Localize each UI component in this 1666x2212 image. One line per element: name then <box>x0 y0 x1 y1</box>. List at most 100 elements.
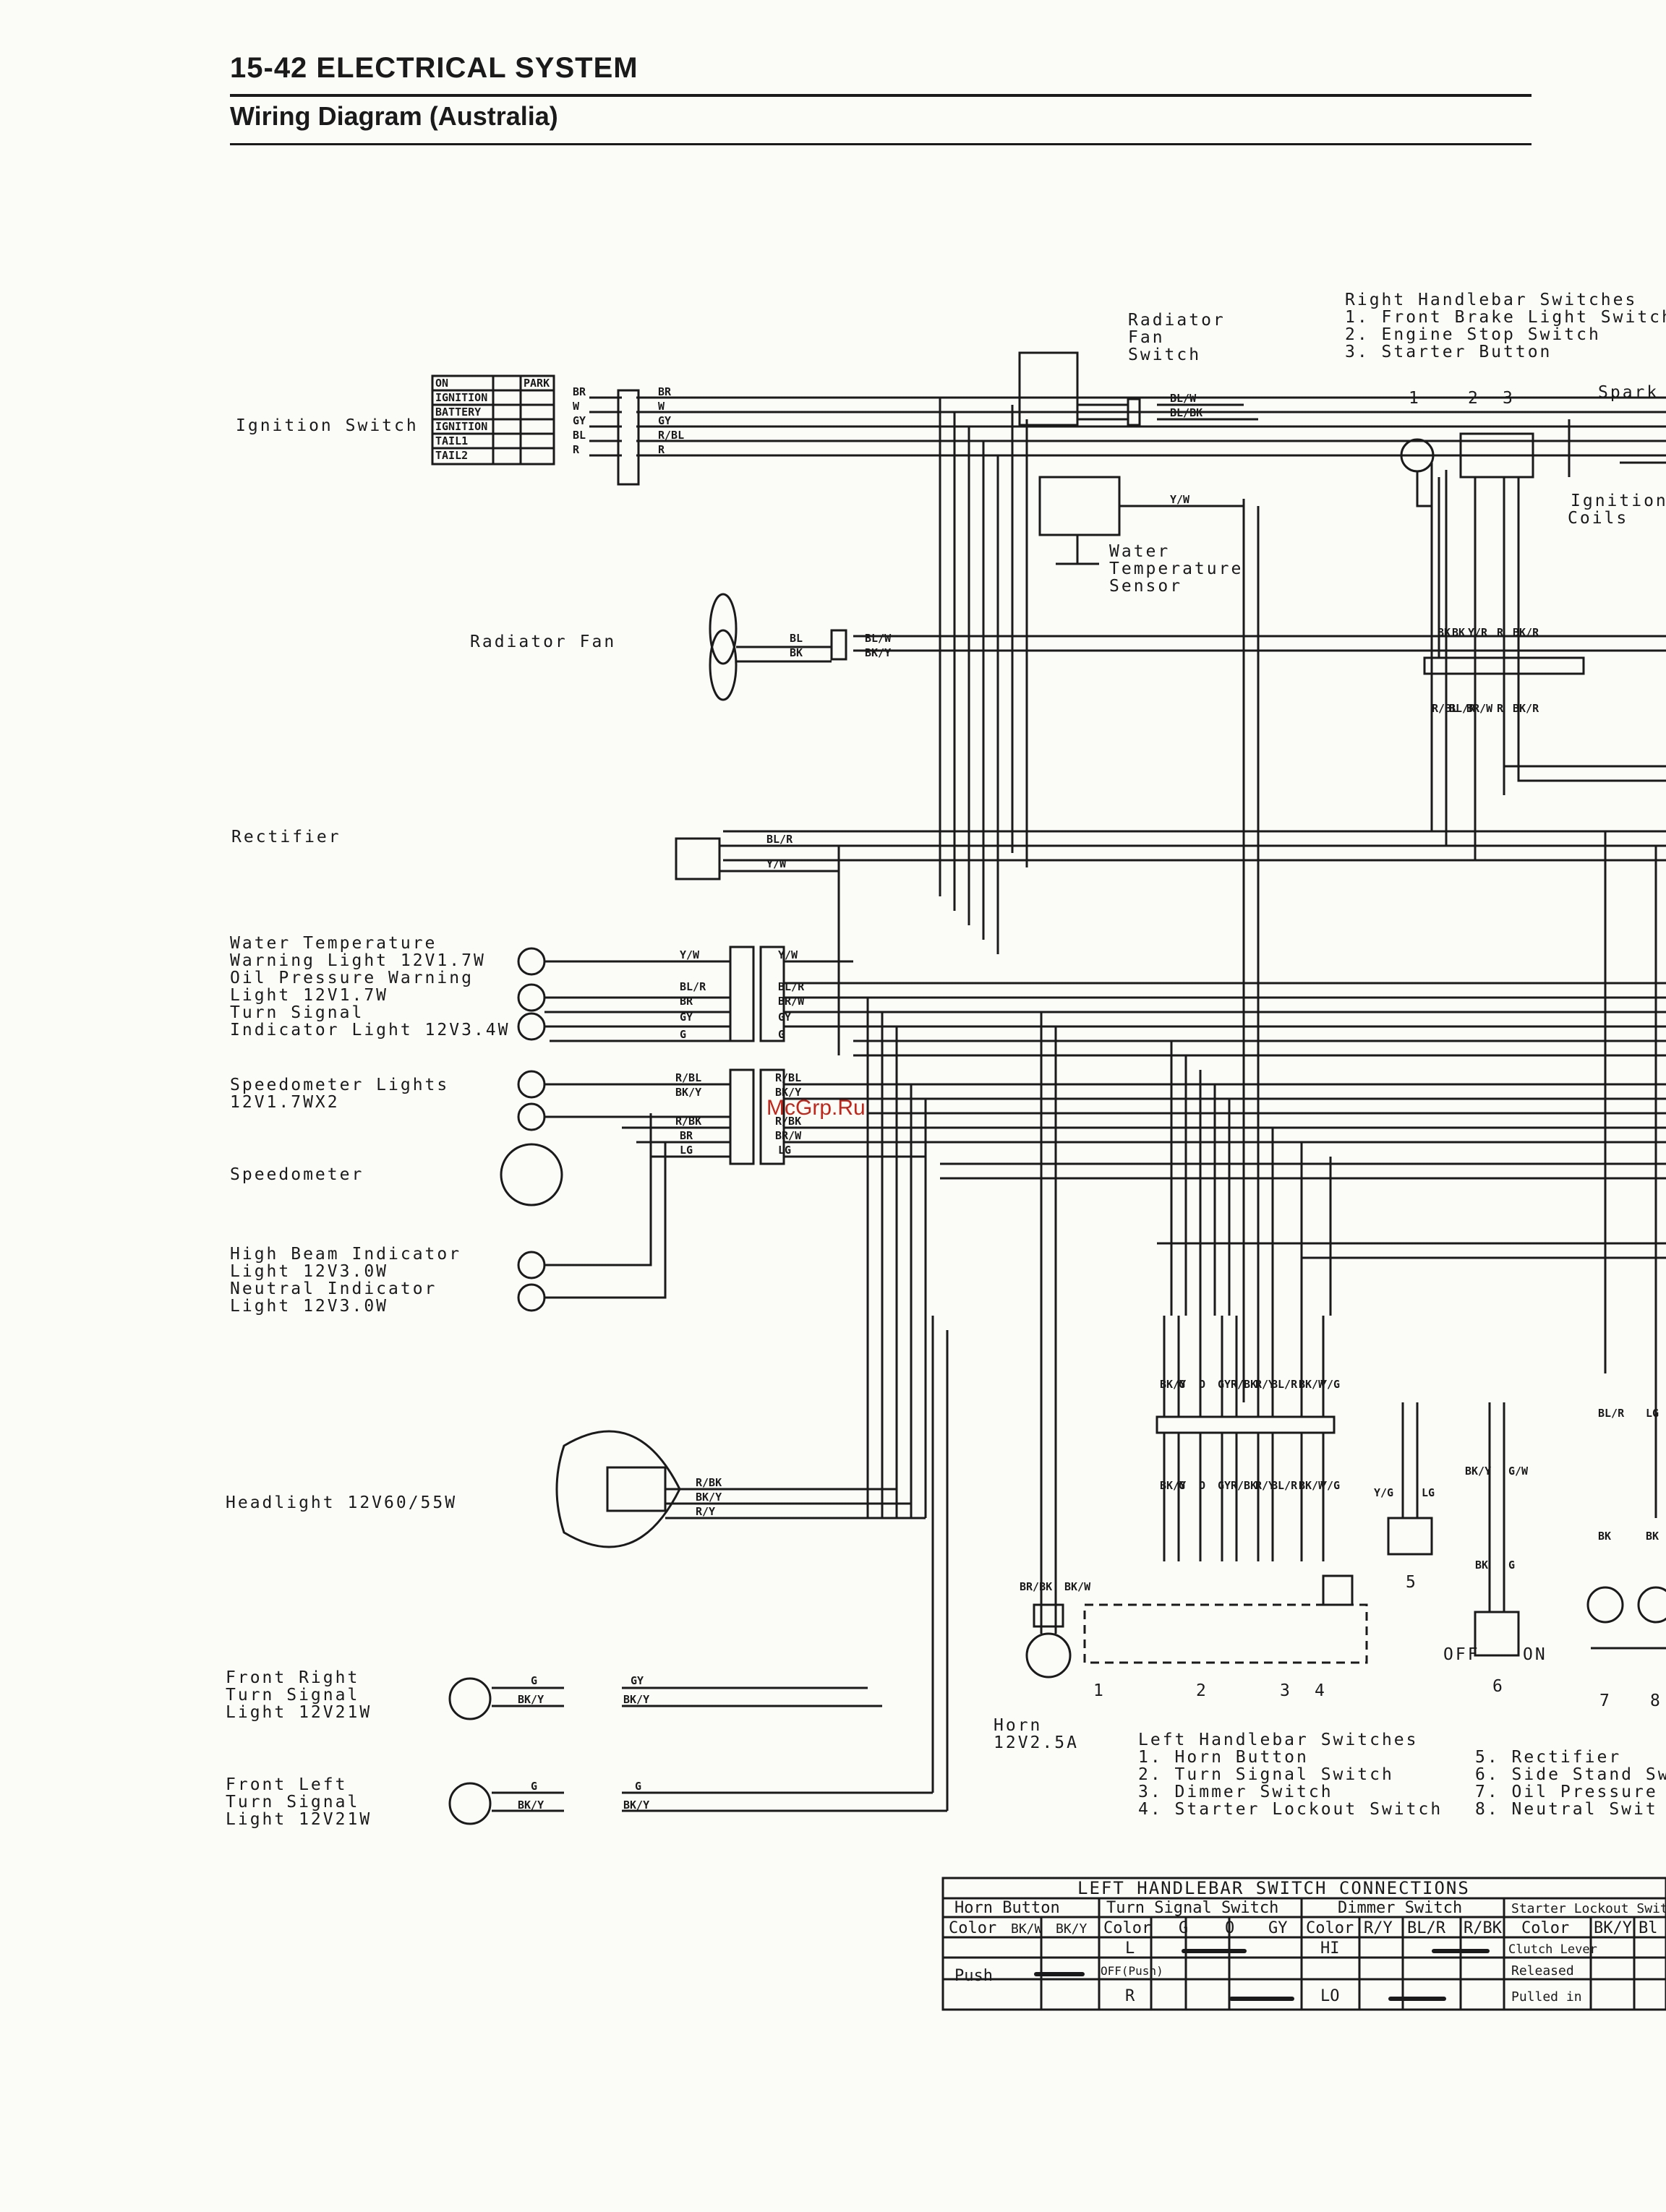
wire-rhb-top-4: R <box>1497 626 1504 639</box>
label-hb-1: High Beam Indicator <box>230 1245 461 1264</box>
tbl-dimmer-color: Color <box>1306 1919 1354 1937</box>
label-fan-switch-1: Radiator <box>1128 311 1226 330</box>
num-7: 7 <box>1599 1692 1612 1710</box>
wire-fr-1: G <box>531 1674 537 1687</box>
tbl-turn-c3: GY <box>1268 1919 1288 1937</box>
ign-row-1: IGNITION <box>435 391 487 404</box>
wire-fan-sw-2: BL/BK <box>1170 406 1202 419</box>
wire-meter-out-1: Y/W <box>778 948 798 961</box>
wire-speedo-in-5: LG <box>680 1144 693 1157</box>
wire-lhb-bot-9: Y/G <box>1320 1479 1340 1492</box>
wire-meter-out-4: GY <box>778 1011 791 1024</box>
wire-lhb-top-3: O <box>1199 1378 1205 1391</box>
wire-headlight-3: R/Y <box>696 1505 715 1518</box>
label-rectifier: Rectifier <box>231 828 341 846</box>
num-2-left: 2 <box>1196 1681 1208 1700</box>
side-stand-off: OFF <box>1443 1645 1480 1664</box>
label-coils-1: Ignition <box>1571 492 1666 510</box>
tbl-turn-c1: G <box>1179 1919 1188 1937</box>
wire-lhb-bot-2: G <box>1179 1479 1185 1492</box>
wire-ign-out-5: R <box>658 443 665 456</box>
tbl-horn-push: Push <box>954 1967 993 1985</box>
left-hb-item-4: 4. Starter Lockout Switch <box>1138 1800 1443 1819</box>
left-hb-item-1: 1. Horn Button <box>1138 1748 1309 1767</box>
other-item-6: 6. Side Stand Sw <box>1475 1765 1666 1784</box>
label-sensor-2: Temperature <box>1109 560 1243 578</box>
other-item-8: 8. Neutral Swit <box>1475 1800 1658 1819</box>
tbl-lockout-released: Released <box>1511 1963 1574 1979</box>
wire-rect5-2: LG <box>1422 1486 1435 1499</box>
wire-meter-out-5: G <box>778 1028 785 1041</box>
wire-lhb-bot-8: BK/W <box>1299 1479 1325 1492</box>
label-fr-1: Front Right <box>226 1668 359 1687</box>
wire-meter-in-4: GY <box>680 1011 693 1024</box>
label-fan-switch-3: Switch <box>1128 346 1201 364</box>
page-subtitle: Wiring Diagram (Australia) <box>230 101 558 131</box>
wire-fan-sw-1: BL/W <box>1170 392 1197 405</box>
other-item-7: 7. Oil Pressure <box>1475 1783 1658 1801</box>
tbl-lockout-pulled: Pulled in <box>1511 1989 1582 2005</box>
label-spark: Spark <box>1598 383 1659 402</box>
wire-fan-in-2: BK <box>790 646 803 659</box>
label-fl-3: Light 12V21W <box>226 1810 372 1829</box>
wire-lhb-bot-7: BL/R <box>1271 1479 1298 1492</box>
wire-lhb-bot-6: R/Y <box>1255 1479 1275 1492</box>
wire-rect-2: Y/W <box>766 857 787 870</box>
label-neutral-1: Neutral Indicator <box>230 1279 437 1298</box>
wire-lhb-bot-1: BK/Y <box>1160 1479 1186 1492</box>
ign-row-4: TAIL1 <box>435 434 468 447</box>
header-rule-bottom <box>230 143 1532 145</box>
wire-rhb-bot-4: R <box>1497 702 1504 715</box>
num-1-right: 1 <box>1409 389 1421 408</box>
right-hb-item-3: 3. Starter Button <box>1345 343 1552 361</box>
wire-side6-3: BK <box>1475 1559 1488 1572</box>
label-oil-1: Oil Pressure Warning <box>230 969 474 987</box>
wire-temp-sensor: Y/W <box>1170 493 1190 506</box>
label-ignition-switch: Ignition Switch <box>236 416 419 435</box>
wire-fan-in-1: BL <box>790 632 803 645</box>
tbl-horn-head: Horn Button <box>954 1899 1060 1917</box>
wire-rect5-1: Y/G <box>1374 1486 1393 1499</box>
wire-fl-3: G <box>635 1780 641 1793</box>
ign-row-5: TAIL2 <box>435 449 468 462</box>
wire-fr-4: BK/Y <box>623 1693 649 1706</box>
label-sensor-3: Sensor <box>1109 577 1182 596</box>
tbl-horn-color: Color <box>949 1919 996 1937</box>
header-rule-top <box>230 94 1532 97</box>
label-neutral-2: Light 12V3.0W <box>230 1297 388 1316</box>
wire-speedo-out-4: BR/W <box>775 1129 802 1142</box>
wire-fl-2: BK/Y <box>518 1799 544 1812</box>
wire-side6-2: G/W <box>1508 1465 1529 1478</box>
num-4-left: 4 <box>1315 1681 1327 1700</box>
wire-speedo-out-3: R/BK <box>775 1115 801 1128</box>
wire-rcol-4: BK <box>1646 1530 1659 1543</box>
tbl-dimmer-head: Dimmer Switch <box>1338 1899 1462 1917</box>
wire-meter-out-2: BL/R <box>778 980 805 993</box>
wire-ign-in-2: W <box>573 400 580 413</box>
label-wt-2: Warning Light 12V1.7W <box>230 951 486 970</box>
label-radiator-fan: Radiator Fan <box>470 633 616 651</box>
wire-lhb-top-8: BK/W <box>1299 1378 1325 1391</box>
wire-lhb-bot-4: GY <box>1218 1479 1231 1492</box>
tbl-dimmer-c1: R/Y <box>1364 1919 1393 1937</box>
wire-rhb-top-2: BK <box>1452 626 1465 639</box>
label-fl-2: Turn Signal <box>226 1793 359 1812</box>
tbl-turn-color: Color <box>1103 1919 1151 1937</box>
wire-lhb-bot-3: O <box>1199 1479 1205 1492</box>
wire-rhb-top-3: Y/R <box>1468 626 1488 639</box>
ign-row-3: IGNITION <box>435 420 487 433</box>
num-8: 8 <box>1650 1692 1662 1710</box>
tbl-horn-c2: BK/Y <box>1056 1921 1088 1937</box>
num-6: 6 <box>1492 1677 1505 1696</box>
wire-ign-in-3: GY <box>573 414 586 427</box>
wire-lhb-top-1: BK/Y <box>1160 1378 1186 1391</box>
wire-rect-1: BL/R <box>766 833 793 846</box>
tbl-turn-r: R <box>1125 1987 1135 2005</box>
wire-headlight-2: BK/Y <box>696 1491 722 1504</box>
wire-rcol-1: BL/R <box>1598 1407 1625 1420</box>
wire-lhb-top-7: BL/R <box>1271 1378 1298 1391</box>
label-wt-1: Water Temperature <box>230 934 437 953</box>
tbl-lockout-c2: Bl <box>1639 1919 1658 1937</box>
wire-lhb-top-2: G <box>1179 1378 1185 1391</box>
wire-fr-3: GY <box>631 1674 644 1687</box>
